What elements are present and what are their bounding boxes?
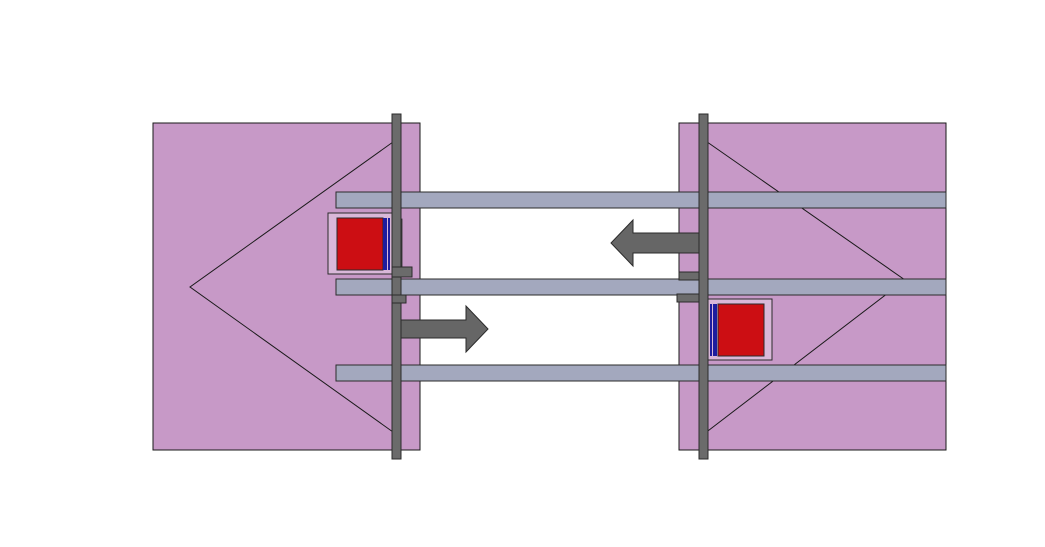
right-plate-assembly bbox=[610, 113, 709, 460]
left-magnet-assembly bbox=[327, 212, 403, 275]
rail-bottom bbox=[335, 364, 947, 382]
right-magnet-assembly bbox=[698, 298, 773, 361]
rail-middle bbox=[335, 278, 947, 296]
left-magnet-band-2 bbox=[388, 218, 390, 270]
left-arrow bbox=[610, 218, 700, 268]
left-magnet-band bbox=[383, 218, 387, 270]
left-magnet bbox=[336, 217, 384, 271]
right-arrow bbox=[400, 304, 489, 354]
right-magnet-band bbox=[713, 304, 717, 356]
left-block-chevron bbox=[189, 136, 401, 438]
right-magnet-band-2 bbox=[710, 304, 712, 356]
right-plate bbox=[698, 113, 709, 460]
right-plate-clip-bottom bbox=[676, 293, 700, 303]
left-plate-clip-top bbox=[391, 266, 413, 278]
right-magnet bbox=[717, 303, 765, 357]
left-plate-assembly bbox=[391, 113, 489, 460]
rail-top bbox=[335, 191, 947, 209]
rails bbox=[335, 191, 947, 382]
left-plate bbox=[391, 113, 402, 460]
right-plate-clip-top bbox=[678, 271, 700, 281]
left-plate-clip-bottom bbox=[391, 294, 407, 304]
